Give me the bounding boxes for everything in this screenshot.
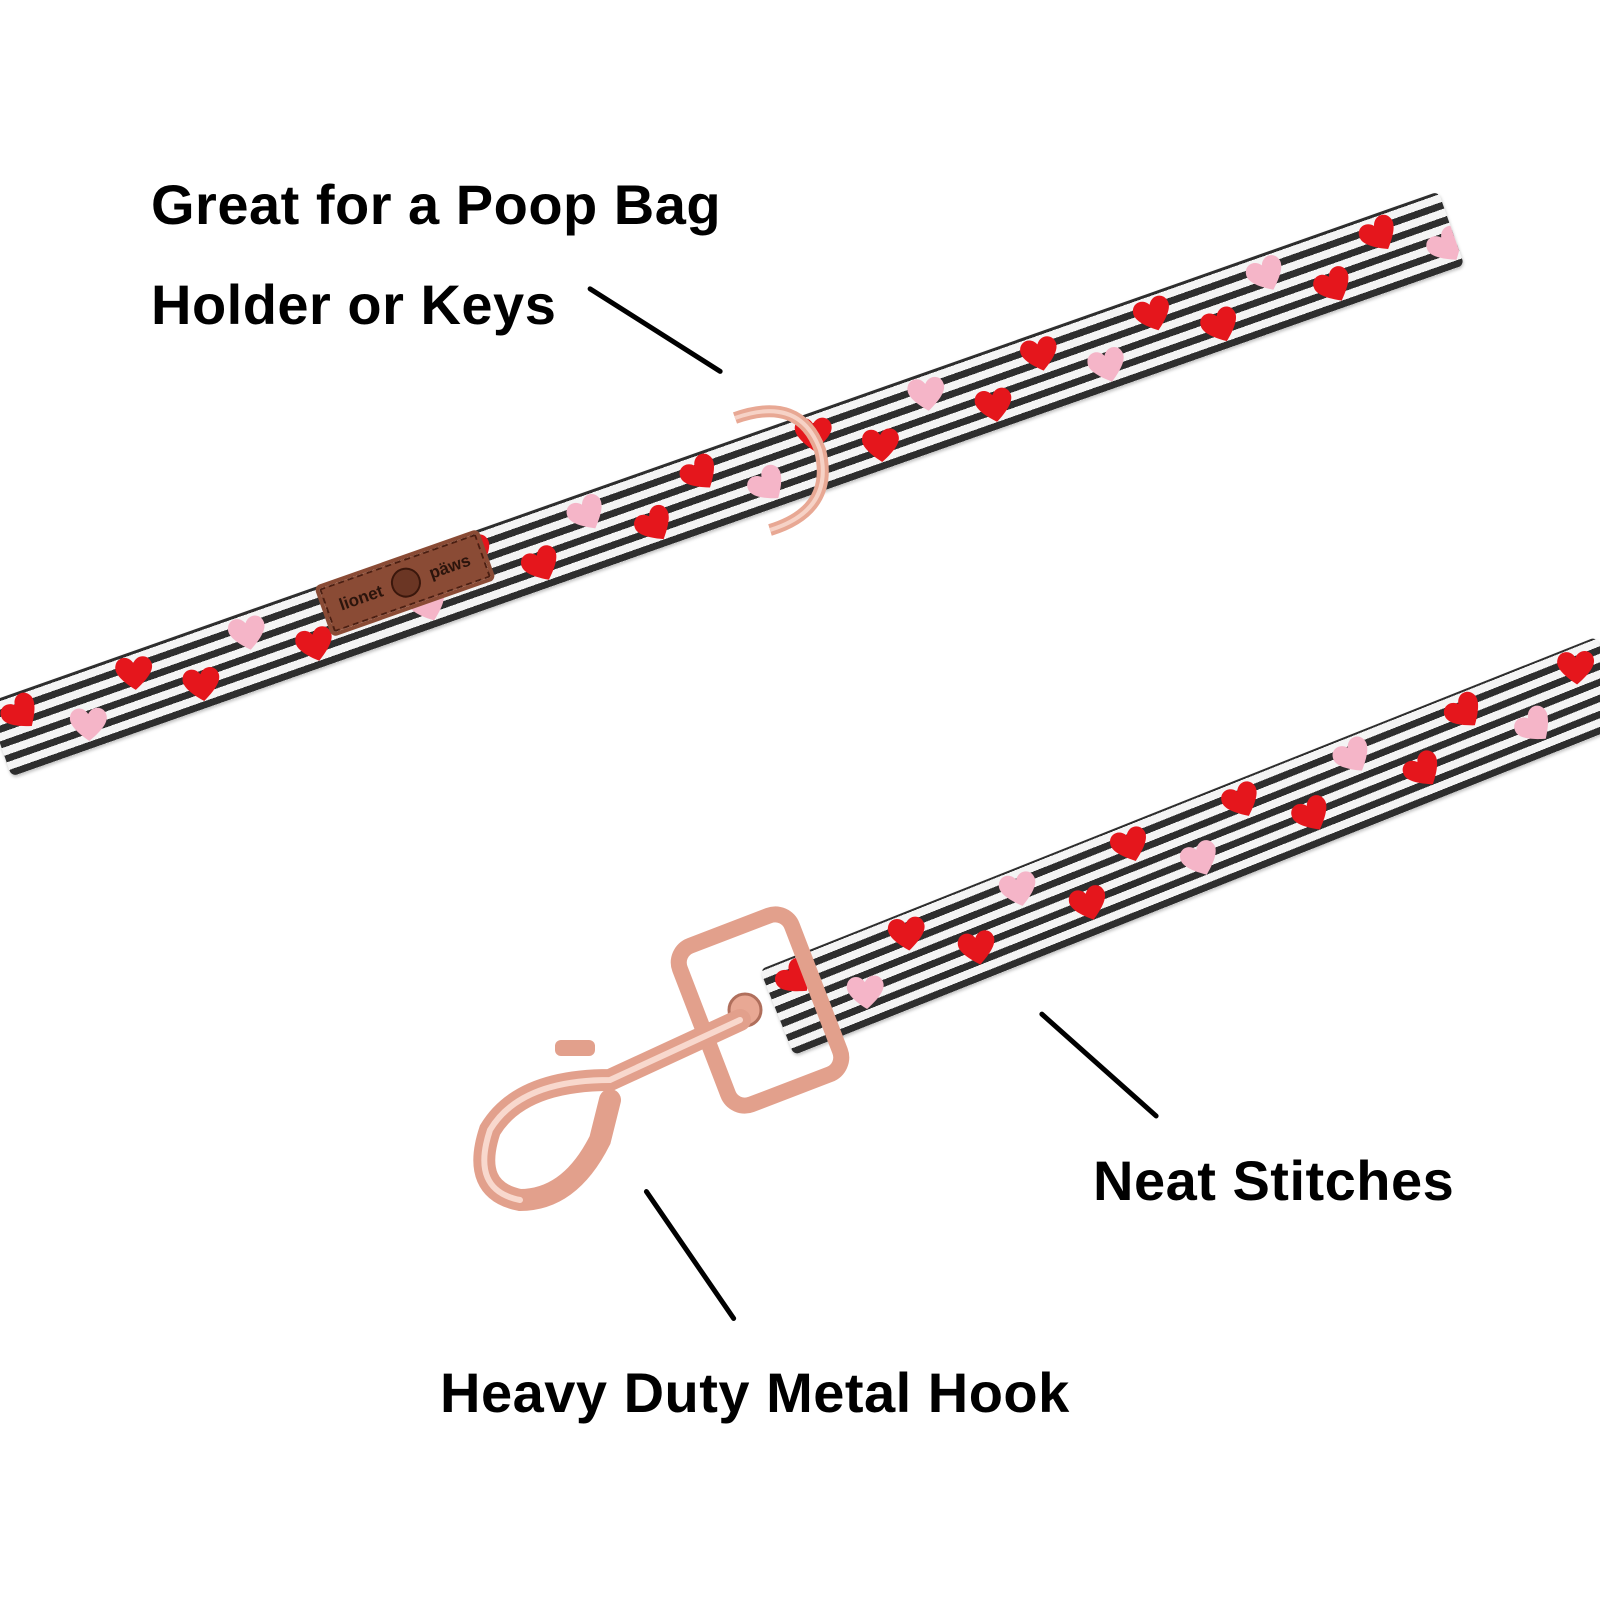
heart-print-icon xyxy=(1514,705,1549,740)
heart-print-icon xyxy=(1443,691,1479,726)
caption-poop-bag-line1: Great for a Poop Bag xyxy=(151,173,722,236)
heart-print-icon xyxy=(1200,306,1237,342)
heart-print-icon xyxy=(887,916,925,951)
caption-neat-stitches: Neat Stitches xyxy=(1093,1149,1455,1212)
brand-tag-left: lionet xyxy=(336,581,386,615)
heart-print-icon xyxy=(1291,795,1327,830)
heart-print-icon xyxy=(69,707,107,742)
caption-metal-hook: Heavy Duty Metal Hook xyxy=(440,1361,1070,1424)
caption-poop-bag-line2: Holder or Keys xyxy=(151,273,557,336)
heart-print-icon xyxy=(182,667,220,702)
heart-print-icon xyxy=(957,930,995,965)
heart-print-icon xyxy=(747,464,782,499)
heart-print-icon xyxy=(1557,650,1594,685)
heart-print-icon xyxy=(227,615,265,650)
brand-tag-right: päws xyxy=(426,550,473,583)
heart-print-icon xyxy=(1019,335,1057,371)
heart-print-icon xyxy=(1426,225,1461,260)
heart-print-icon xyxy=(521,545,557,580)
heart-print-icon xyxy=(1132,295,1169,330)
d-ring-icon xyxy=(733,405,829,536)
heart-print-icon xyxy=(566,493,602,528)
heart-print-icon xyxy=(862,428,899,463)
snap-hook-icon xyxy=(473,906,850,1212)
heart-print-icon xyxy=(998,871,1036,906)
heart-print-icon xyxy=(907,376,944,411)
leash-lower-strap xyxy=(759,636,1600,1056)
heart-print-icon xyxy=(634,505,669,540)
heart-print-icon xyxy=(0,692,35,726)
heart-print-icon xyxy=(846,975,884,1010)
heart-print-icon xyxy=(1332,736,1368,771)
heart-print-icon xyxy=(295,626,332,661)
heart-print-icon xyxy=(1358,214,1394,249)
heart-print-icon xyxy=(1313,266,1349,301)
heart-print-icon xyxy=(974,387,1012,422)
dog-logo-icon xyxy=(387,563,426,602)
heart-print-icon xyxy=(679,453,714,488)
heart-print-icon xyxy=(1109,826,1146,861)
heart-print-icon xyxy=(1068,885,1106,921)
heart-print-icon xyxy=(1180,840,1216,876)
heart-print-icon xyxy=(1221,781,1257,816)
heart-print-icon xyxy=(1245,254,1282,290)
heart-print-icon xyxy=(1087,347,1124,382)
heart-print-icon xyxy=(1402,750,1438,785)
heart-print-icon xyxy=(115,655,152,690)
